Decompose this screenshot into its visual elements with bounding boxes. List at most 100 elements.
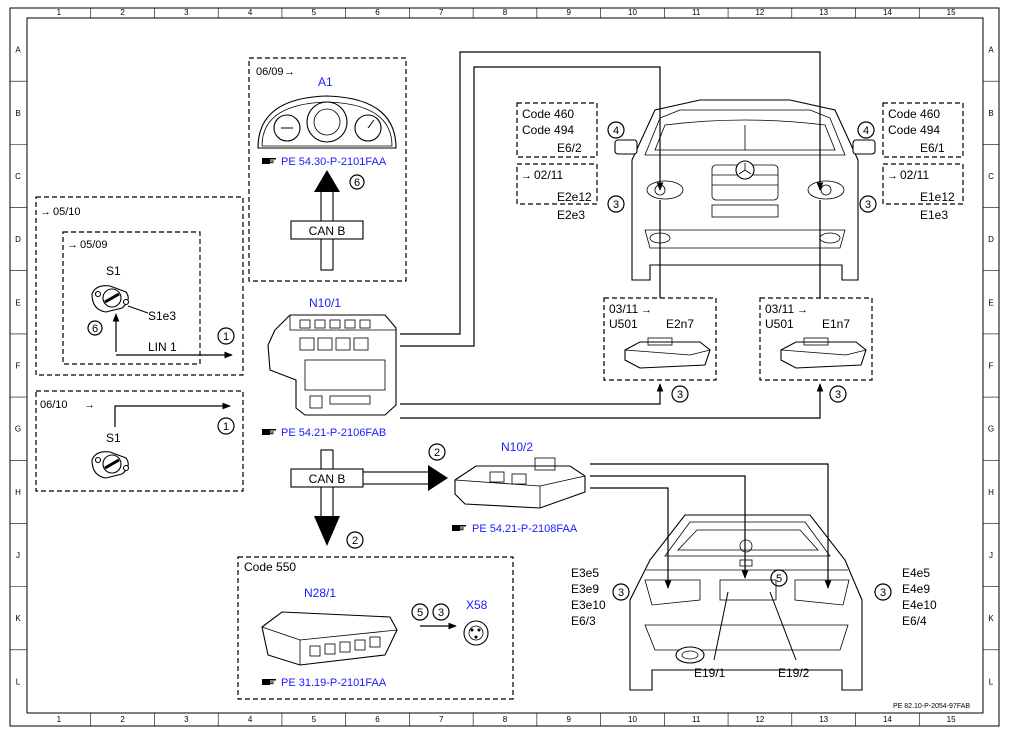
n10-1-ref[interactable]: PE 54.21-P-2106FAB — [281, 427, 386, 439]
rear-left-e3e9: E3e9 — [571, 582, 599, 596]
x58-label: X58 — [466, 598, 488, 612]
grid-column-label: 2 — [120, 8, 125, 17]
rear-left-e3e5: E3e5 — [571, 566, 599, 580]
front-left-date-num-circle — [607, 195, 625, 213]
n10-2-ref[interactable]: PE 54.21-P-2108FAA — [472, 523, 578, 535]
outer-frame — [9, 7, 1000, 727]
wires — [400, 51, 832, 589]
pointing-hand-icon — [262, 679, 276, 685]
right-arrow-icon: → — [84, 399, 95, 411]
rear-right-e4e10: E4e10 — [902, 598, 937, 612]
front-right-code2: Code 494 — [888, 123, 940, 137]
u501-right-num: 3 — [835, 389, 841, 401]
rear-right-labels: E4e5 E4e9 E4e10 E6/4 3 — [874, 566, 937, 628]
s1-inner-label: S1 — [106, 264, 121, 278]
a1-num: 6 — [354, 177, 360, 189]
rear-right-num: 3 — [880, 587, 886, 599]
right-arrow-icon: → — [641, 304, 652, 316]
grid-row-label: J — [989, 551, 993, 560]
grid-row-label: G — [988, 425, 994, 434]
grid-column-label: 13 — [819, 8, 828, 17]
can-b-down-num: 2 — [352, 535, 358, 547]
code550-group: Code 550 N28/1 PE 31.19-P-2101FAA 5 3 X5… — [237, 556, 514, 700]
control-unit-icon — [624, 337, 711, 369]
s1-num6-circle — [87, 320, 103, 336]
right-arrow-icon: → — [284, 66, 295, 78]
document-reference: PE 82.10-P-2054-97FAB — [893, 703, 970, 710]
grid-column-label: 15 — [947, 8, 956, 17]
rear-left-e3e10: E3e10 — [571, 598, 606, 612]
s1-lower-group: 06/10 → S1 1 — [35, 390, 244, 492]
grid-column-label: 11 — [692, 8, 701, 17]
grid-row-label: F — [16, 362, 21, 371]
grid-column-label: 6 — [375, 715, 380, 724]
u501-left-group: 03/11 → U501 E2n7 3 — [603, 297, 717, 403]
rear-center-num-circle — [770, 569, 788, 587]
grid-row-label: L — [16, 677, 21, 686]
can-b-right-num: 2 — [434, 447, 440, 459]
grid-column-label: 5 — [312, 8, 317, 17]
n10-2-group: N10/2 PE 54.21-P-2108FAA — [452, 440, 586, 535]
front-right-date-box — [882, 163, 964, 205]
can-b-lower-group: CAN B 2 2 — [290, 443, 448, 549]
lin-label: LIN 1 — [148, 340, 177, 354]
can-b-down-arrowhead — [314, 516, 340, 546]
s1-outer-date: 05/10 — [53, 206, 81, 218]
s1-num1-circle — [217, 327, 235, 345]
can-b-down-num-circle — [346, 531, 364, 549]
grid-row-label: H — [15, 488, 21, 497]
rear-right-num-circle — [874, 583, 892, 601]
grid-column-label: 8 — [503, 715, 508, 724]
sam-module-icon — [267, 314, 397, 416]
s1-lower-arrow — [114, 402, 231, 427]
rear-right-e4e5: E4e5 — [902, 566, 930, 580]
code550-ref[interactable]: PE 31.19-P-2101FAA — [281, 677, 387, 689]
e19-1-leader — [713, 591, 729, 661]
u501-left-e: E2n7 — [666, 317, 694, 331]
can-b-lower-box — [290, 468, 364, 488]
grid-column-label: 7 — [439, 715, 444, 724]
front-right-e1e12: E1e12 — [920, 190, 955, 204]
grid-column-label: 10 — [628, 8, 637, 17]
grid-column-label: 14 — [883, 8, 892, 17]
front-left-code2: Code 494 — [522, 123, 574, 137]
s1-inner-date: 05/09 — [80, 239, 108, 251]
grid-row-label: B — [988, 109, 993, 118]
grid-row-label: F — [989, 362, 994, 371]
grid-row-label: A — [15, 46, 21, 55]
grid-column-label: 11 — [692, 715, 701, 724]
a1-num-circle — [349, 174, 365, 190]
rear-left-labels: E3e5 E3e9 E3e10 E6/3 3 — [571, 566, 630, 628]
grid-column-label: 3 — [184, 715, 189, 724]
s1-inner-sub: S1e3 — [148, 309, 176, 323]
rear-left-num-circle — [612, 583, 630, 601]
grid-row-label: H — [988, 488, 994, 497]
a1-ref[interactable]: PE 54.30-P-2101FAA — [281, 156, 387, 168]
grid-column-label: 14 — [883, 715, 892, 724]
grid-column-label: 4 — [248, 715, 253, 724]
right-arrow-icon: → — [40, 206, 51, 218]
pointing-hand-icon — [262, 158, 276, 164]
grid-column-label: 3 — [184, 8, 189, 17]
wire-n10-1-to-right-headlamp — [400, 51, 824, 335]
front-left-code3: E6/2 — [557, 141, 582, 155]
grid-column-label: 13 — [819, 715, 828, 724]
grid-row-label: E — [15, 298, 20, 307]
e19-2-leader — [769, 591, 797, 661]
grid-column-label: 12 — [755, 8, 764, 17]
front-right-code-box — [882, 102, 964, 158]
wire-n10-2-to-rear-center — [590, 475, 749, 579]
a1-group: 06/09 → A1 PE 54.30-P-2101FAA 6 CAN B — [248, 57, 407, 282]
grid-column-label: 1 — [57, 715, 62, 724]
grid-column-label: 8 — [503, 8, 508, 17]
grid-column-label: 7 — [439, 8, 444, 17]
right-arrow-icon: → — [797, 304, 808, 316]
u501-right-box — [759, 297, 873, 381]
can-b-upper-box — [290, 220, 364, 240]
front-right-code1: Code 460 — [888, 107, 940, 121]
u501-right-u: U501 — [765, 317, 794, 331]
